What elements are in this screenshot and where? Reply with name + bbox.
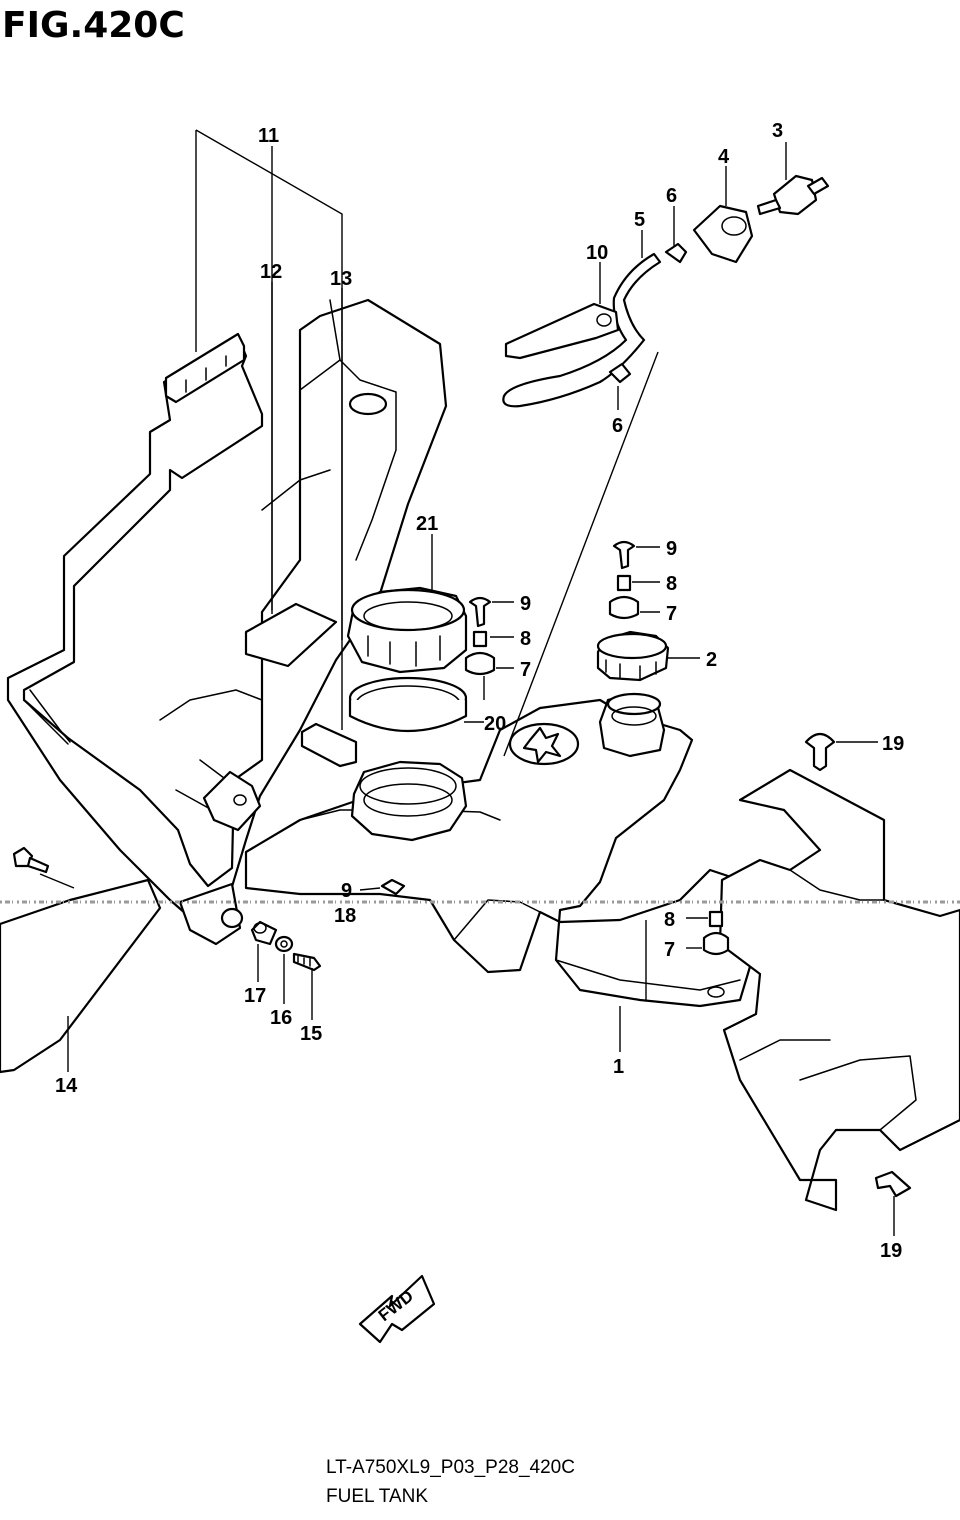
- callout-11: 11: [258, 125, 279, 147]
- part-20-gasket: [348, 676, 468, 733]
- callout-14: 14: [55, 1075, 78, 1097]
- callout-3: 3: [772, 120, 783, 142]
- side-cover-right: [718, 768, 960, 1212]
- callout-7-cap: 7: [666, 603, 677, 625]
- tank-mount-boss: [178, 882, 244, 946]
- leader-lines: [39, 129, 895, 1236]
- figure-title: FIG.420C: [2, 5, 185, 46]
- part-19-rivet-upper: [804, 732, 836, 772]
- tank-vent-fitting: [508, 722, 580, 766]
- part-9-18-clip: [380, 878, 406, 896]
- callout-7-ring: 7: [520, 659, 531, 681]
- callout-12: 12: [260, 261, 282, 283]
- callout-7-lower: 7: [664, 939, 675, 961]
- part-6-hose-clamp-lower: [608, 362, 632, 384]
- callout-16: 16: [270, 1007, 292, 1029]
- fastener-stack-lower: [702, 910, 730, 998]
- part-3-check-valve: [756, 174, 830, 216]
- tank-pump-opening: [350, 760, 468, 842]
- fastener-stack-ring: [464, 596, 496, 676]
- part-21-lock-ring: [346, 586, 468, 674]
- part-19-rivet-lower: [874, 1170, 912, 1198]
- callout-labels: 11 12 13 3 4 6 5 10 6 21 9 8 7 20 9 8 7 …: [55, 120, 904, 1262]
- callout-13: 13: [330, 268, 352, 290]
- callout-18: 18: [334, 905, 356, 927]
- callout-6-lower: 6: [612, 415, 623, 437]
- callout-5: 5: [634, 209, 645, 231]
- callout-19-lower: 19: [880, 1240, 902, 1262]
- part-12-label-pad: [244, 602, 338, 668]
- figure-caption: FUEL TANK: [326, 1486, 428, 1507]
- fwd-direction-arrow: FWD: [358, 1274, 436, 1344]
- callout-17: 17: [244, 985, 266, 1007]
- side-cover-left: [6, 298, 448, 942]
- callout-21: 21: [416, 513, 438, 535]
- tank-filler-neck: [598, 692, 666, 758]
- part-13-block: [300, 722, 358, 768]
- part-2-fuel-cap: [596, 630, 670, 682]
- callout-9-cap: 9: [666, 538, 677, 560]
- callout-2: 2: [706, 649, 717, 671]
- part-10-hose-guide: [504, 302, 620, 360]
- callout-9-tank: 9: [341, 880, 352, 902]
- callout-6-upper: 6: [666, 185, 677, 207]
- callout-19-upper: 19: [882, 733, 904, 755]
- callout-9-ring: 9: [520, 593, 531, 615]
- callout-1: 1: [613, 1056, 624, 1078]
- part-16-washer: [274, 935, 294, 953]
- part-4-valve-holder: [692, 204, 754, 264]
- part-15-bolt: [292, 952, 322, 972]
- part-6-hose-clamp-upper: [664, 242, 688, 264]
- callout-8-ring: 8: [520, 628, 531, 650]
- callout-8-lower: 8: [664, 909, 675, 931]
- callout-4: 4: [718, 146, 730, 168]
- callout-15: 15: [300, 1023, 322, 1045]
- callout-10: 10: [586, 242, 608, 264]
- part-11-clip: [164, 332, 246, 404]
- model-code: LT-A750XL9_P03_P28_420C: [326, 1457, 575, 1478]
- fastener-stack-cap: [608, 540, 640, 620]
- part-14-lower-left-panel: [0, 878, 162, 1074]
- callout-8-cap: 8: [666, 573, 677, 595]
- part-17-collar: [250, 920, 278, 946]
- bolt-left: [12, 846, 50, 874]
- callout-20: 20: [484, 713, 506, 735]
